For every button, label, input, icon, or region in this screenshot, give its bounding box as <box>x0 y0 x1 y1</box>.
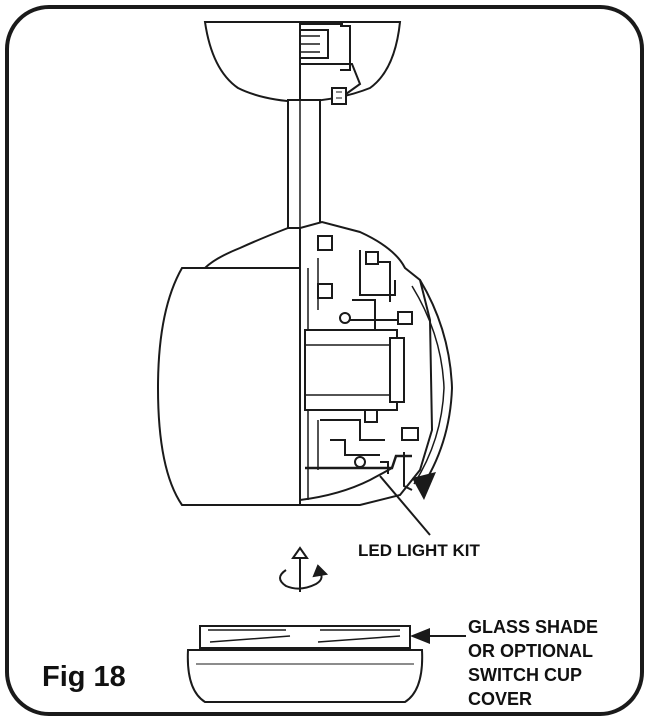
figure-label: Fig 18 <box>42 661 126 693</box>
arrow-icon <box>410 628 466 644</box>
glass-shade-label: GLASS SHADE OR OPTIONAL SWITCH CUP COVER <box>468 617 598 709</box>
svg-text:SWITCH CUP: SWITCH CUP <box>468 665 582 685</box>
figure-frame <box>5 5 644 716</box>
svg-text:COVER: COVER <box>468 689 532 709</box>
motor-housing <box>156 220 454 506</box>
rotate-arrow-icon <box>279 546 329 592</box>
arrow-icon <box>412 472 436 500</box>
downrod <box>287 99 321 231</box>
svg-text:OR OPTIONAL: OR OPTIONAL <box>468 641 593 661</box>
ceiling-canopy <box>203 21 402 105</box>
led-kit-leader <box>379 475 431 536</box>
svg-text:GLASS SHADE: GLASS SHADE <box>468 617 598 637</box>
glass-shade <box>186 625 424 703</box>
led-light-kit-label: LED LIGHT KIT <box>358 541 480 560</box>
